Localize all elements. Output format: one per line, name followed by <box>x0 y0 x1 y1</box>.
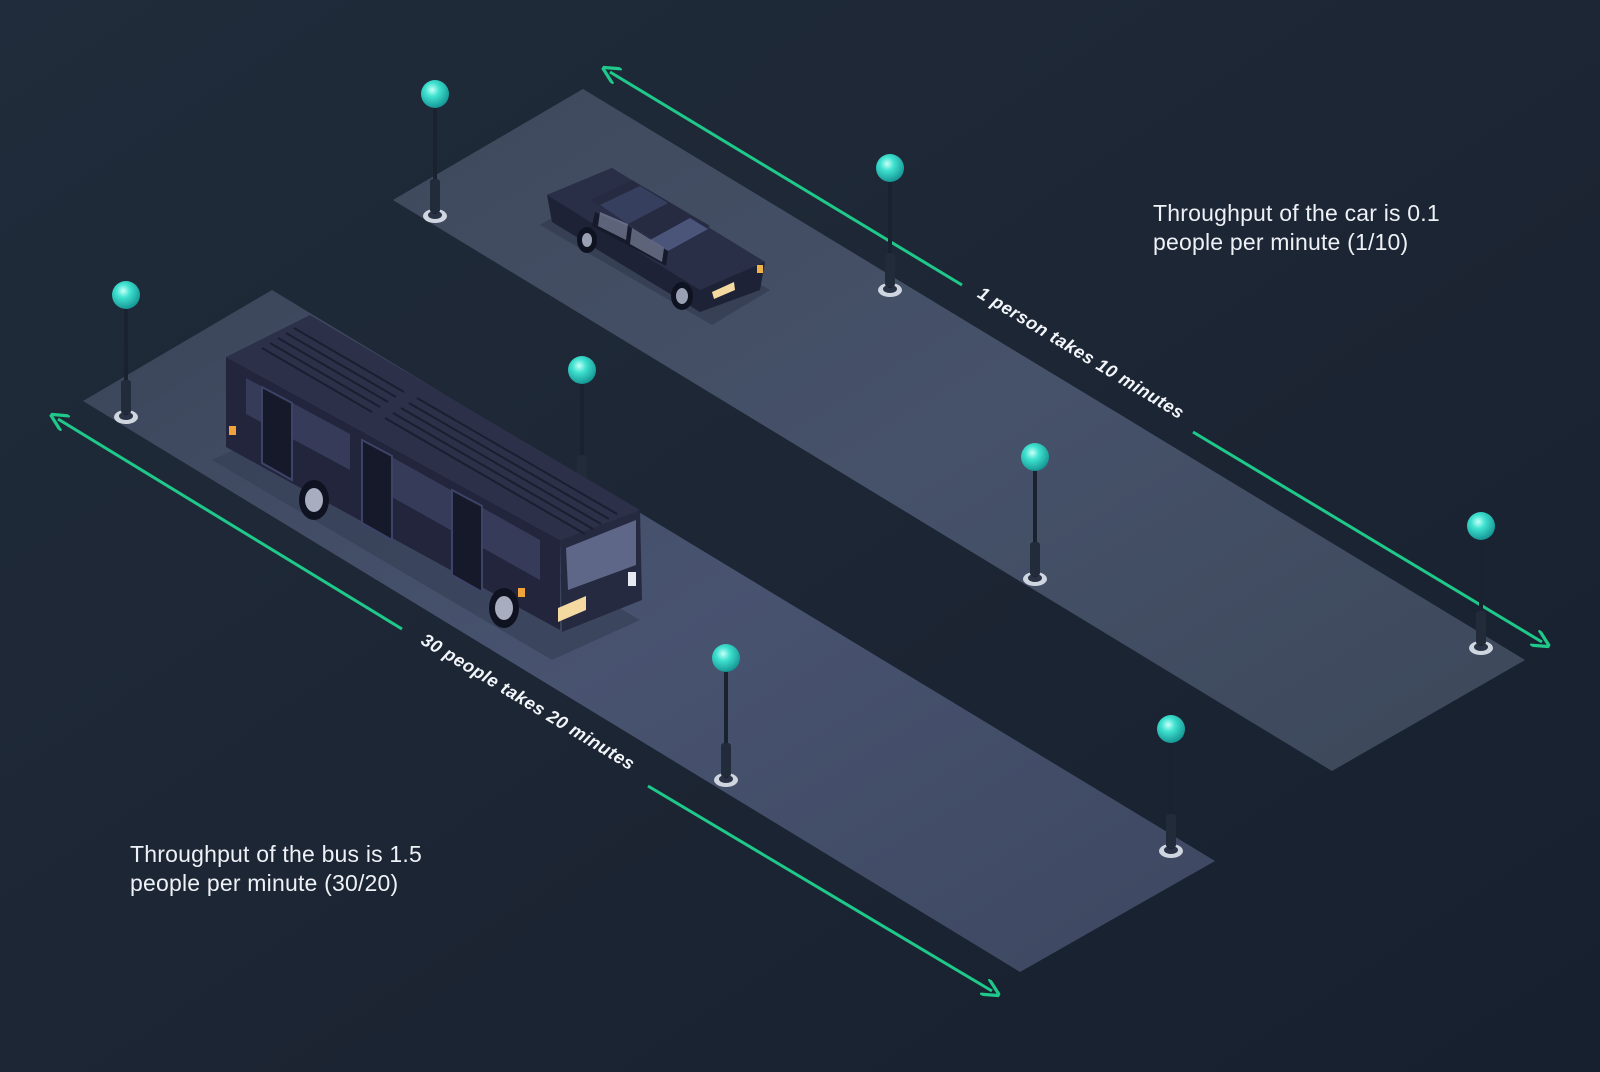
street-lamp-icon <box>1467 512 1495 655</box>
street-lamps <box>112 80 1495 858</box>
car-caption-line-2: people per minute (1/10) <box>1153 229 1409 255</box>
street-lamp-icon <box>712 644 740 787</box>
car-caption-line-1: Throughput of the car is 0.1 <box>1153 200 1440 226</box>
car-throughput-caption: Throughput of the car is 0.1 people per … <box>1153 199 1440 257</box>
bus-caption-line-1: Throughput of the bus is 1.5 <box>130 841 423 867</box>
street-lamp-icon <box>421 80 449 223</box>
bus-icon <box>212 315 642 660</box>
bus-caption-line-2: people per minute (30/20) <box>130 870 399 896</box>
street-lamp-icon <box>876 154 904 297</box>
street-lamp-icon <box>112 281 140 424</box>
car-icon <box>540 168 770 325</box>
bus-throughput-caption: Throughput of the bus is 1.5 people per … <box>130 840 422 898</box>
street-lamp-icon <box>1157 715 1185 858</box>
street-lamp-icon <box>1021 443 1049 586</box>
